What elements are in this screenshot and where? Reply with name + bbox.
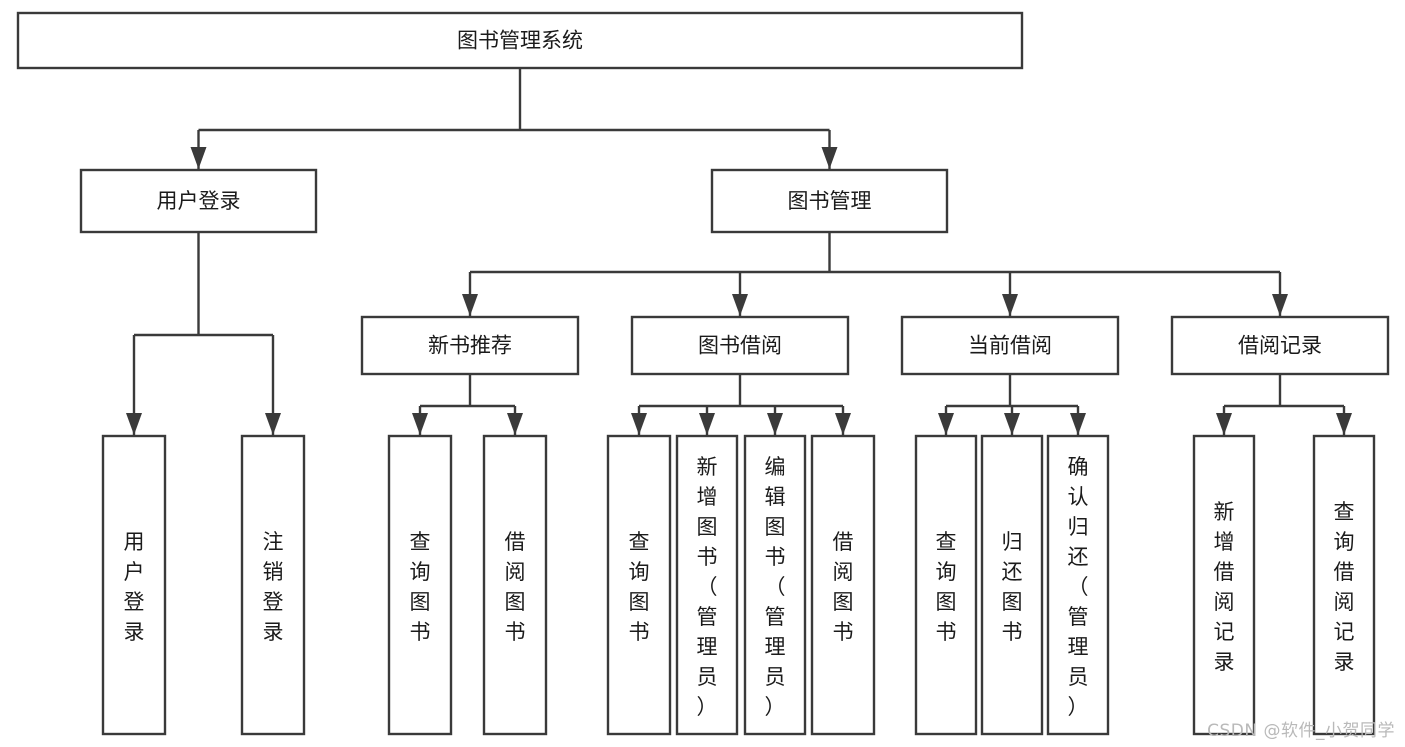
node-box xyxy=(79,168,318,234)
node-leaf-query-book-1[interactable]: 查询图书 xyxy=(387,434,453,736)
node-leaf-query-book-3[interactable]: 查询图书 xyxy=(914,434,978,736)
node-box xyxy=(914,434,978,736)
node-leaf-edit-book[interactable]: 编辑图书（管理员） xyxy=(743,434,807,736)
node-leaf-add-record[interactable]: 新增借阅记录 xyxy=(1192,434,1256,736)
node-label: 编辑图书（管理员） xyxy=(765,455,786,719)
watermark: CSDN @软件_小贺同学 xyxy=(1207,721,1395,741)
node-leaf-borrow-book-2[interactable]: 借阅图书 xyxy=(810,434,876,736)
node-book-borrow[interactable]: 图书借阅 xyxy=(630,315,850,376)
node-box xyxy=(710,168,949,234)
node-label: 注销登录 xyxy=(263,530,284,644)
node-label: 新增图书（管理员） xyxy=(697,455,718,719)
node-leaf-confirm-return[interactable]: 确认归还（管理员） xyxy=(1046,434,1110,736)
node-label: 查询图书 xyxy=(629,530,650,644)
node-leaf-return-book[interactable]: 归还图书 xyxy=(980,434,1044,736)
node-label: 新书推荐 xyxy=(428,334,512,358)
node-box xyxy=(1312,434,1376,736)
node-label: 查询图书 xyxy=(410,530,431,644)
arrow-head-icon xyxy=(1272,294,1288,316)
arrow-head-icon xyxy=(1070,413,1086,435)
arrow-head-icon xyxy=(190,147,207,169)
node-leaf-user-login[interactable]: 用户登录 xyxy=(101,434,167,736)
node-label: 新增借阅记录 xyxy=(1214,500,1235,674)
node-label: 归还图书 xyxy=(1002,530,1023,644)
node-label: 图书借阅 xyxy=(698,334,782,358)
node-box xyxy=(101,434,167,736)
node-box xyxy=(980,434,1044,736)
arrow-head-icon xyxy=(507,413,523,435)
connector-layer xyxy=(126,68,1352,435)
node-box xyxy=(1046,434,1110,736)
node-label: 用户登录 xyxy=(124,530,145,644)
node-label: 查询借阅记录 xyxy=(1334,500,1355,674)
node-label: 图书管理系统 xyxy=(457,29,583,53)
node-label: 图书管理 xyxy=(788,189,872,213)
node-leaf-query-book-2[interactable]: 查询图书 xyxy=(606,434,672,736)
node-root[interactable]: 图书管理系统 xyxy=(16,11,1024,70)
arrow-head-icon xyxy=(265,413,281,435)
node-new-book-recommend[interactable]: 新书推荐 xyxy=(360,315,580,376)
arrow-head-icon xyxy=(732,294,748,316)
node-box xyxy=(900,315,1120,376)
node-label: 当前借阅 xyxy=(968,334,1052,358)
arrow-head-icon xyxy=(462,294,478,316)
node-book-manage[interactable]: 图书管理 xyxy=(710,168,949,234)
node-box xyxy=(675,434,739,736)
node-leaf-query-record[interactable]: 查询借阅记录 xyxy=(1312,434,1376,736)
node-leaf-add-book[interactable]: 新增图书（管理员） xyxy=(675,434,739,736)
node-box xyxy=(387,434,453,736)
node-box xyxy=(630,315,850,376)
node-label: 借阅记录 xyxy=(1238,334,1322,358)
node-user-login[interactable]: 用户登录 xyxy=(79,168,318,234)
node-current-borrow[interactable]: 当前借阅 xyxy=(900,315,1120,376)
node-box xyxy=(360,315,580,376)
node-box xyxy=(1170,315,1390,376)
node-layer: 图书管理系统用户登录图书管理新书推荐图书借阅当前借阅借阅记录用户登录注销登录查询… xyxy=(16,11,1390,736)
node-label: 借阅图书 xyxy=(833,530,854,644)
node-borrow-record[interactable]: 借阅记录 xyxy=(1170,315,1390,376)
arrow-head-icon xyxy=(821,147,838,169)
node-box xyxy=(606,434,672,736)
arrow-head-icon xyxy=(1336,413,1352,435)
arrow-head-icon xyxy=(1004,413,1020,435)
arrow-head-icon xyxy=(938,413,954,435)
node-label: 借阅图书 xyxy=(505,530,526,644)
arrow-head-icon xyxy=(835,413,851,435)
node-leaf-logout[interactable]: 注销登录 xyxy=(240,434,306,736)
arrow-head-icon xyxy=(126,413,142,435)
node-box xyxy=(810,434,876,736)
node-label: 用户登录 xyxy=(157,189,241,213)
arrow-head-icon xyxy=(699,413,715,435)
arrow-head-icon xyxy=(1002,294,1018,316)
node-box xyxy=(240,434,306,736)
arrow-head-icon xyxy=(412,413,428,435)
arrow-head-icon xyxy=(631,413,647,435)
node-box xyxy=(743,434,807,736)
node-box xyxy=(16,11,1024,70)
node-leaf-borrow-book-1[interactable]: 借阅图书 xyxy=(482,434,548,736)
node-label: 确认归还（管理员） xyxy=(1068,455,1089,719)
node-label: 查询图书 xyxy=(936,530,957,644)
arrow-head-icon xyxy=(1216,413,1232,435)
arrow-head-icon xyxy=(767,413,783,435)
node-box xyxy=(1192,434,1256,736)
node-box xyxy=(482,434,548,736)
